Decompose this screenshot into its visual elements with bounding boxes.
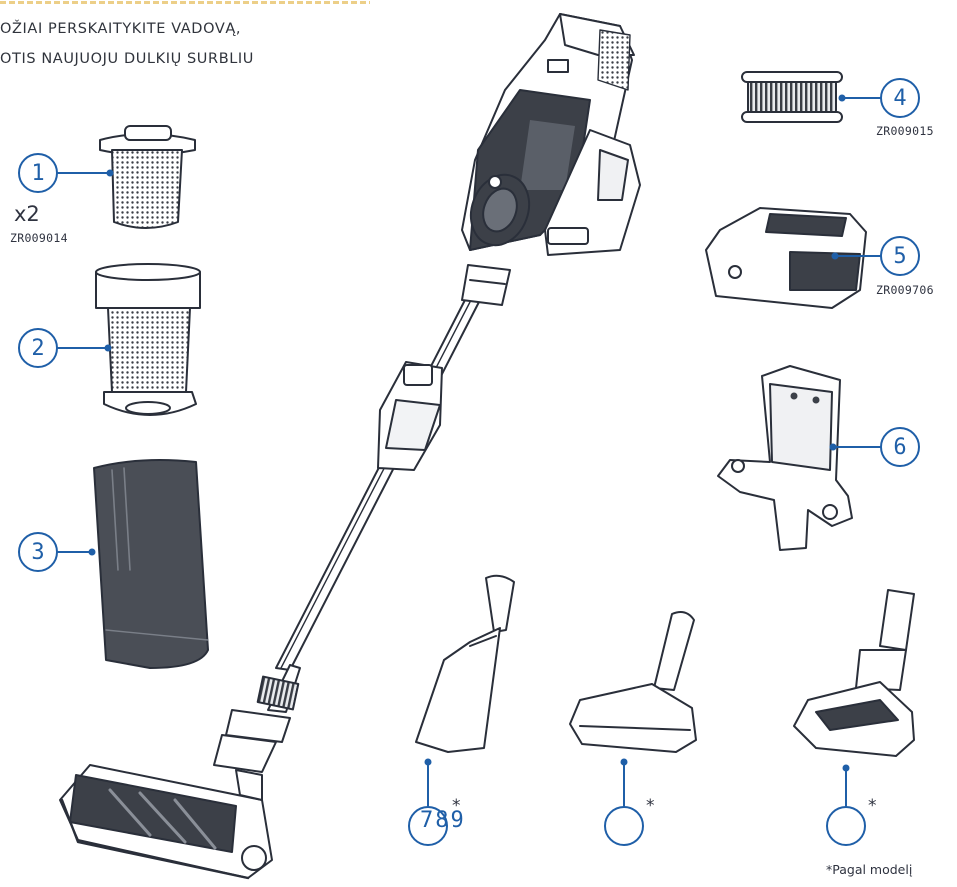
part-2-number-badge: 2 — [18, 328, 58, 368]
leader-dot-3 — [88, 548, 96, 556]
part-6-number-badge: 6 — [880, 427, 920, 467]
part-3-bin-illustration — [93, 459, 209, 669]
part-3-number-badge: 3 — [18, 532, 58, 572]
part-789-crevice-tool-illustration — [415, 574, 515, 753]
leader-dot-turbo — [842, 764, 850, 772]
part-5-battery-illustration — [705, 207, 867, 309]
part-5-number-badge: 5 — [880, 236, 920, 276]
part-4-filter-illustration — [741, 71, 843, 123]
part-1-number-badge: 1 — [18, 153, 58, 193]
upholstery-model-note: * — [646, 796, 655, 816]
part-789-circle — [408, 806, 448, 846]
part-4-code: ZR009015 — [876, 124, 934, 138]
leader-dot-6 — [829, 443, 837, 451]
part-5-code: ZR009706 — [876, 283, 934, 297]
part-1-code: ZR009014 — [10, 231, 68, 245]
leader-dot-upholstery — [620, 758, 628, 766]
leader-dot-5 — [831, 252, 839, 260]
part-4-number-badge: 4 — [880, 78, 920, 118]
part-789-number: 789 — [420, 808, 466, 833]
turbo-model-note: * — [868, 796, 877, 816]
part-2-cyclone-illustration — [95, 263, 201, 416]
upholstery-tool-illustration — [569, 611, 697, 753]
instruction-header: OŽIAI PERSKAITYKITE VADOVĄ, OTIS NAUJUOJ… — [0, 1, 370, 74]
leader-dot-1 — [106, 169, 114, 177]
upholstery-tool-circle — [604, 806, 644, 846]
vacuum-main-unit — [59, 13, 641, 880]
part-1-quantity: x2 — [14, 202, 40, 226]
header-line-2: OTIS NAUJUOJU DULKIŲ SURBLIU — [0, 51, 255, 67]
part-6-bracket-illustration — [717, 365, 853, 551]
leader-dot-2 — [104, 344, 112, 352]
leader-dot-4 — [838, 94, 846, 102]
mini-turbo-brush-illustration — [793, 589, 915, 757]
turbo-brush-circle — [826, 806, 866, 846]
cropped-header-line — [0, 0, 370, 6]
header-line-1: OŽIAI PERSKAITYKITE VADOVĄ, — [0, 21, 242, 37]
model-footnote: *Pagal modelį — [826, 862, 913, 877]
part-1-filter-illustration — [99, 125, 196, 229]
leader-dot-789 — [424, 758, 432, 766]
part-789-model-note: * — [452, 796, 461, 816]
